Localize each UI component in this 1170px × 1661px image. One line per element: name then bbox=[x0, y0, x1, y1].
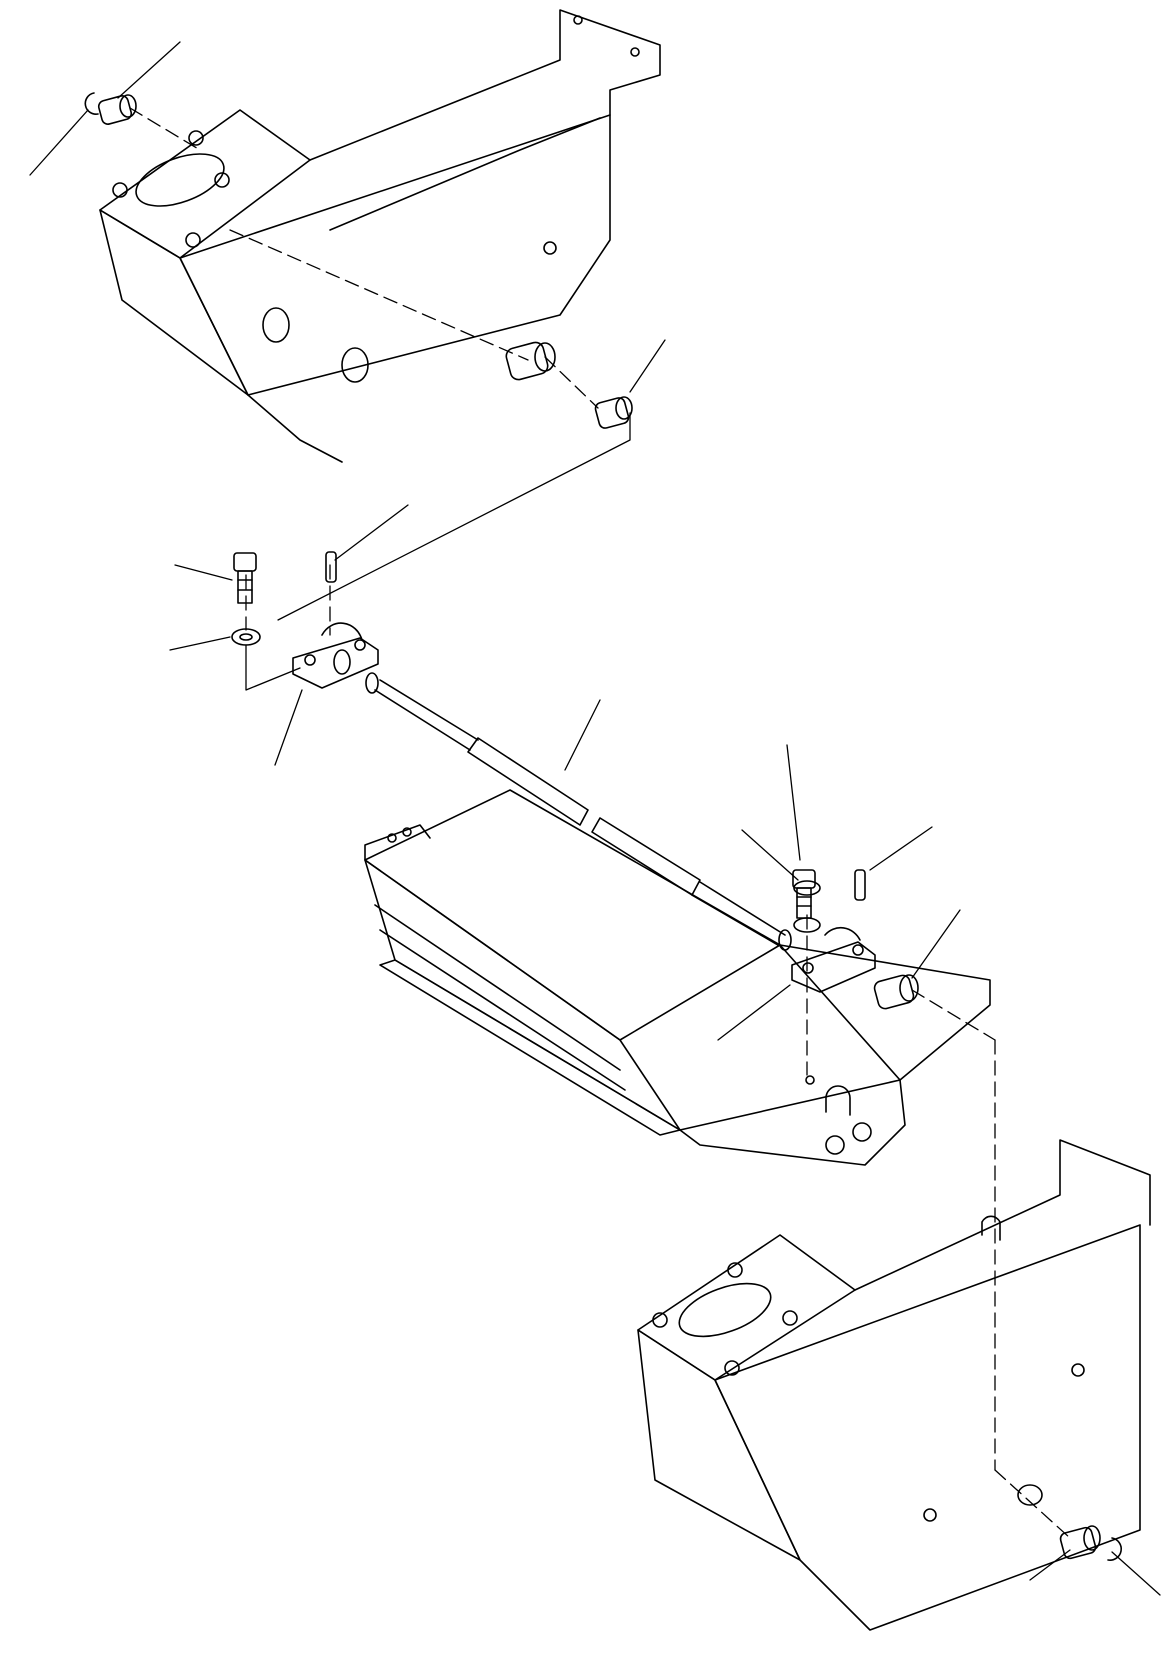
left-pillow-block bbox=[293, 623, 378, 688]
shaft-sleeve-left bbox=[468, 738, 588, 825]
left-bolt bbox=[234, 553, 256, 603]
top-housing-front-face bbox=[100, 210, 248, 395]
tray-front-face bbox=[365, 860, 680, 1130]
tray-base-plate bbox=[680, 1080, 905, 1165]
shaft-rod bbox=[700, 882, 785, 935]
top-housing bbox=[100, 10, 660, 462]
top-left-bushing bbox=[97, 95, 136, 126]
shaft-rod bbox=[375, 690, 470, 750]
top-housing-top-face bbox=[100, 110, 310, 258]
left-washer bbox=[232, 629, 260, 645]
bottom-housing-side-face bbox=[715, 1225, 1140, 1630]
tray-lower-face bbox=[380, 960, 680, 1135]
bottom-right-snap-ring bbox=[1108, 1538, 1121, 1560]
reference-lines bbox=[246, 413, 630, 690]
bottom-housing-stud bbox=[725, 1361, 739, 1375]
tray-top-face bbox=[365, 790, 780, 1040]
right-pin bbox=[855, 870, 865, 900]
tray-nut bbox=[853, 1123, 871, 1141]
bottom-housing-stud bbox=[728, 1263, 742, 1277]
bottom-housing bbox=[638, 1140, 1150, 1630]
base-tray bbox=[365, 790, 990, 1165]
bottom-housing-hole bbox=[924, 1509, 936, 1521]
tray-rib bbox=[380, 930, 625, 1090]
right-pillow-block bbox=[792, 928, 875, 992]
top-housing-hole bbox=[574, 16, 582, 24]
top-left-snap-ring bbox=[85, 93, 98, 114]
right-washer bbox=[794, 881, 820, 895]
top-housing-stud bbox=[189, 131, 203, 145]
tray-nut bbox=[826, 1136, 844, 1154]
top-housing-stud bbox=[186, 233, 200, 247]
right-bushing bbox=[873, 974, 918, 1010]
top-housing-hole bbox=[544, 242, 556, 254]
bottom-right-bushing bbox=[1059, 1526, 1100, 1560]
bottom-housing-bore bbox=[672, 1273, 777, 1347]
top-housing-hole bbox=[631, 48, 639, 56]
top-housing-stud bbox=[215, 173, 229, 187]
top-housing-bore bbox=[129, 144, 231, 217]
bottom-housing-bore-right bbox=[1018, 1485, 1042, 1505]
top-housing-bottom-edge bbox=[248, 395, 342, 462]
shaft-rod bbox=[380, 680, 478, 740]
bottom-housing-rear-panel bbox=[855, 1140, 1150, 1290]
tray-mount-plate bbox=[780, 945, 990, 1080]
top-housing-inner-edge bbox=[330, 118, 600, 230]
tray-u-clip bbox=[826, 1086, 850, 1115]
center-shaft bbox=[366, 673, 791, 950]
tray-hole bbox=[403, 828, 411, 836]
bottom-housing-front-face bbox=[638, 1330, 800, 1560]
tray-flange bbox=[365, 825, 430, 860]
bottom-housing-stud bbox=[653, 1313, 667, 1327]
bottom-housing-hole bbox=[1072, 1364, 1084, 1376]
top-housing-boss bbox=[263, 308, 289, 342]
bottom-housing-stud bbox=[783, 1311, 797, 1325]
shaft-end bbox=[366, 673, 378, 693]
top-right-bushing bbox=[505, 341, 555, 382]
leader-lines bbox=[30, 42, 1160, 1595]
top-housing-boss bbox=[342, 348, 368, 382]
assembly-lines bbox=[130, 108, 1070, 1538]
top-bushing-small bbox=[594, 397, 632, 430]
shaft-sleeve-right bbox=[592, 818, 700, 895]
top-housing-side-face bbox=[180, 115, 610, 395]
bottom-housing-top-face bbox=[638, 1235, 855, 1380]
top-housing-rear-panel bbox=[310, 10, 660, 160]
tray-rib bbox=[375, 905, 620, 1070]
top-housing-stud bbox=[113, 183, 127, 197]
left-pin bbox=[326, 552, 336, 582]
tray-hole bbox=[806, 1076, 814, 1084]
bottom-housing-tab bbox=[982, 1216, 1000, 1240]
tray-hole bbox=[388, 834, 396, 842]
